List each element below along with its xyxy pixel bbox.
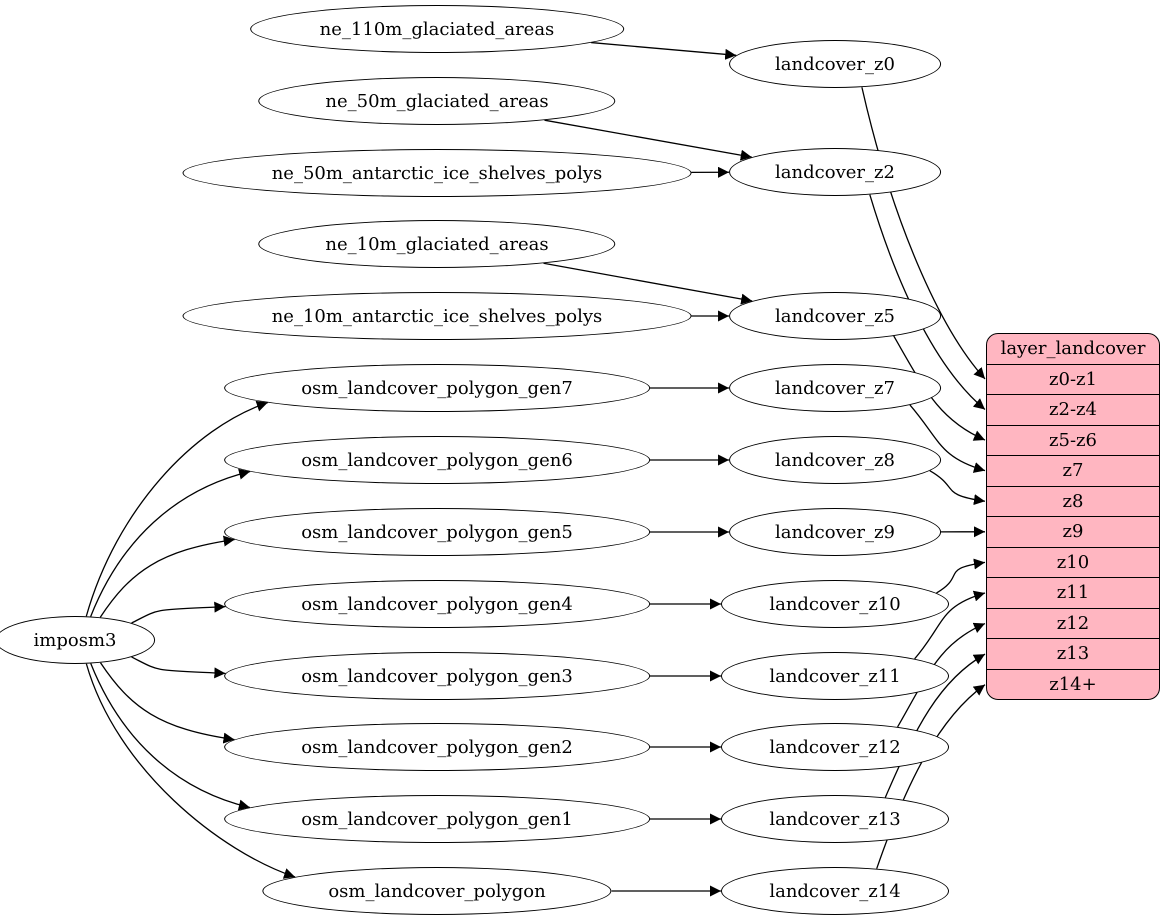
edge-landcover_z11--layer_landcover [914,590,986,660]
edge-imposm3--osm_landcover_polygon_gen1 [90,663,251,811]
record-row-z14+: z14+ [987,668,1159,700]
node-osm_landcover_polygon_gen1: osm_landcover_polygon_gen1 [224,795,650,843]
record-row-z12: z12 [987,607,1159,639]
edge-imposm3--osm_landcover_polygon_gen4 [131,601,226,624]
edge-imposm3--osm_landcover_polygon [85,663,296,879]
node-osm_landcover_polygon_gen7: osm_landcover_polygon_gen7 [224,364,650,412]
edge-landcover_z14--layer_landcover [876,684,986,869]
node-osm_landcover_polygon_gen3: osm_landcover_polygon_gen3 [224,652,650,700]
record-title: layer_landcover [1000,338,1146,360]
node-landcover_z14: landcover_z14 [721,867,949,915]
record-row-z8: z8 [987,485,1159,517]
node-landcover_z7: landcover_z7 [729,364,941,412]
node-ne_10m_glaciated_areas: ne_10m_glaciated_areas [258,220,616,268]
record-row-z7: z7 [987,455,1159,486]
edge-imposm3--osm_landcover_polygon_gen5 [99,535,235,618]
edge-landcover_z0--layer_landcover [861,87,986,380]
edge-landcover_z10--layer_landcover [936,558,986,594]
node-osm_landcover_polygon_gen4: osm_landcover_polygon_gen4 [224,580,650,628]
edge-landcover_z5--layer_landcover [893,335,986,441]
record-row-z5-z6: z5-z6 [987,424,1159,456]
edge-ne_10m_glaciated_areas--landcover_z5 [543,262,753,305]
node-ne_50m_antarctic_ice_shelves_polys: ne_50m_antarctic_ice_shelves_polys [182,149,692,197]
node-landcover_z10: landcover_z10 [721,580,949,628]
edge-imposm3--osm_landcover_polygon_gen2 [99,662,235,744]
edge-landcover_z7--layer_landcover [909,404,986,473]
node-landcover_z8: landcover_z8 [729,436,941,484]
edge-imposm3--osm_landcover_polygon_gen7 [85,400,269,617]
node-landcover_z0: landcover_z0 [729,40,941,88]
node-landcover_z12: landcover_z12 [721,723,949,771]
node-osm_landcover_polygon_gen6: osm_landcover_polygon_gen6 [224,436,650,484]
node-landcover_z5: landcover_z5 [729,292,941,340]
node-ne_10m_antarctic_ice_shelves_polys: ne_10m_antarctic_ice_shelves_polys [182,292,692,340]
node-ne_50m_glaciated_areas: ne_50m_glaciated_areas [258,77,616,125]
edge-imposm3--osm_landcover_polygon_gen6 [90,468,251,617]
node-osm_landcover_polygon_gen2: osm_landcover_polygon_gen2 [224,723,650,771]
node-landcover_z13: landcover_z13 [721,795,949,843]
edge-landcover_z12--layer_landcover [897,622,986,728]
node-osm_landcover_polygon_gen5: osm_landcover_polygon_gen5 [224,508,650,556]
edge-landcover_z13--layer_landcover [884,653,986,798]
edge-landcover_z8--layer_landcover [929,470,986,506]
record-row-z10: z10 [987,546,1159,578]
node-osm_landcover_polygon: osm_landcover_polygon [262,867,612,915]
record-row-z2-z4: z2-z4 [987,394,1159,425]
record-row-z13: z13 [987,638,1159,669]
edge-ne_50m_glaciated_areas--landcover_z2 [544,119,752,161]
node-imposm3: imposm3 [0,616,155,664]
record-row-z11: z11 [987,577,1159,608]
edge-imposm3--osm_landcover_polygon_gen3 [131,656,226,679]
node-landcover_z9: landcover_z9 [729,508,941,556]
node-landcover_z2: landcover_z2 [729,148,941,196]
record-row-z0-z1: z0-z1 [987,363,1159,395]
node-landcover_z11: landcover_z11 [721,652,949,700]
edge-ne_110m_glaciated_areas--landcover_z0 [591,41,737,60]
node-ne_110m_glaciated_areas: ne_110m_glaciated_areas [250,5,624,53]
record-row-z9: z9 [987,516,1159,547]
